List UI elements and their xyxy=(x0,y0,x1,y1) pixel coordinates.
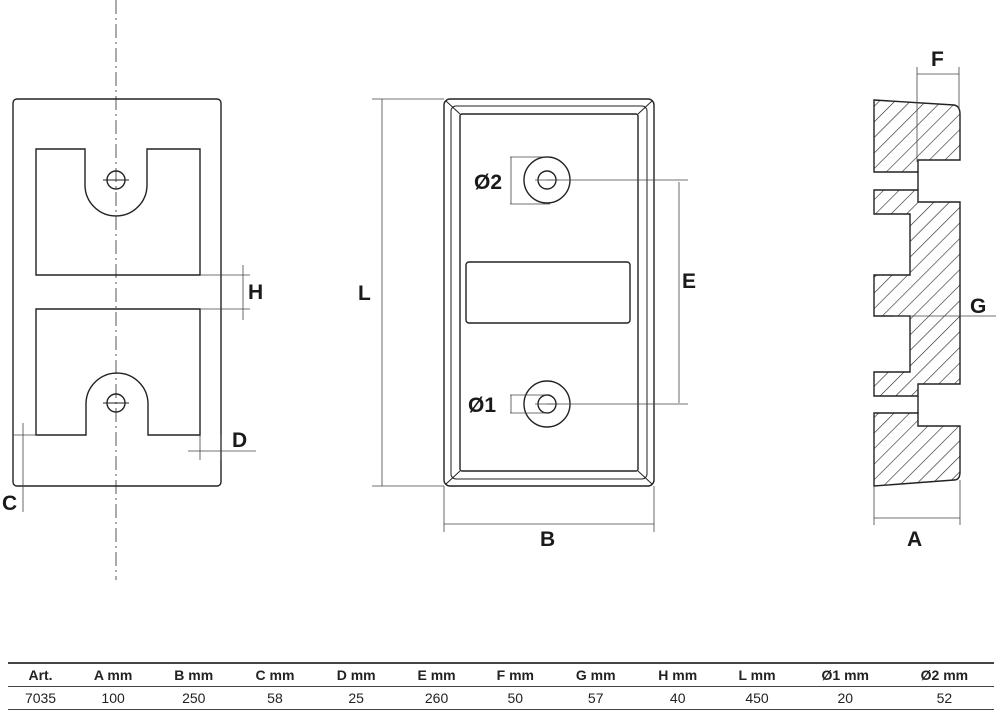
col-l: L mm xyxy=(738,667,776,683)
cell-f: 50 xyxy=(507,690,524,706)
cell-d1: 20 xyxy=(837,690,854,706)
label-E: E xyxy=(682,270,696,293)
technical-drawing: H D C xyxy=(2,0,996,580)
col-c: C mm xyxy=(255,667,295,683)
label-d2: Ø2 xyxy=(474,171,502,194)
table-header-row: Art. A mm B mm C mm D mm E mm F mm G mm … xyxy=(8,663,994,687)
label-G: G xyxy=(970,295,986,318)
label-B: B xyxy=(540,528,555,551)
col-g: G mm xyxy=(575,667,616,683)
front-view xyxy=(372,98,688,532)
label-H: H xyxy=(248,281,263,304)
lower-pocket xyxy=(35,308,201,436)
col-e: E mm xyxy=(417,667,456,683)
cell-e: 260 xyxy=(424,690,449,706)
front-bevel-outline xyxy=(450,105,648,480)
cell-d: 25 xyxy=(348,690,364,706)
cell-art: 7035 xyxy=(24,690,57,706)
col-d1: Ø1 mm xyxy=(821,667,869,683)
cell-g: 57 xyxy=(587,690,604,706)
cell-h: 40 xyxy=(669,690,686,706)
label-plate-recess xyxy=(465,261,631,324)
label-C: C xyxy=(2,492,17,515)
col-d2: Ø2 mm xyxy=(920,667,969,683)
label-A: A xyxy=(907,528,922,551)
label-D: D xyxy=(232,429,247,452)
front-outer-outline xyxy=(443,98,655,487)
label-F: F xyxy=(931,48,944,71)
upper-pocket xyxy=(35,148,201,276)
label-d1: Ø1 xyxy=(468,394,496,417)
specification-table: Art. A mm B mm C mm D mm E mm F mm G mm … xyxy=(8,662,994,710)
col-a: A mm xyxy=(93,667,133,683)
section-view xyxy=(873,67,996,525)
cell-l: 450 xyxy=(745,690,769,706)
col-art: Art. xyxy=(28,667,53,683)
rear-view xyxy=(12,0,256,580)
cell-d2: 52 xyxy=(936,690,953,706)
col-h: H mm xyxy=(658,667,698,683)
col-f: F mm xyxy=(496,667,534,683)
table-row: 7035 100 250 58 25 260 50 57 40 450 20 5… xyxy=(8,687,994,710)
label-L: L xyxy=(358,282,371,305)
cell-b: 250 xyxy=(182,690,206,706)
section-bottom-block xyxy=(873,412,961,487)
cell-c: 58 xyxy=(267,690,283,706)
col-b: B mm xyxy=(174,667,214,683)
section-middle-block xyxy=(873,189,961,397)
cell-a: 100 xyxy=(101,690,125,706)
col-d: D mm xyxy=(336,667,376,683)
rear-outline xyxy=(12,98,222,487)
front-inner-outline xyxy=(459,113,639,472)
